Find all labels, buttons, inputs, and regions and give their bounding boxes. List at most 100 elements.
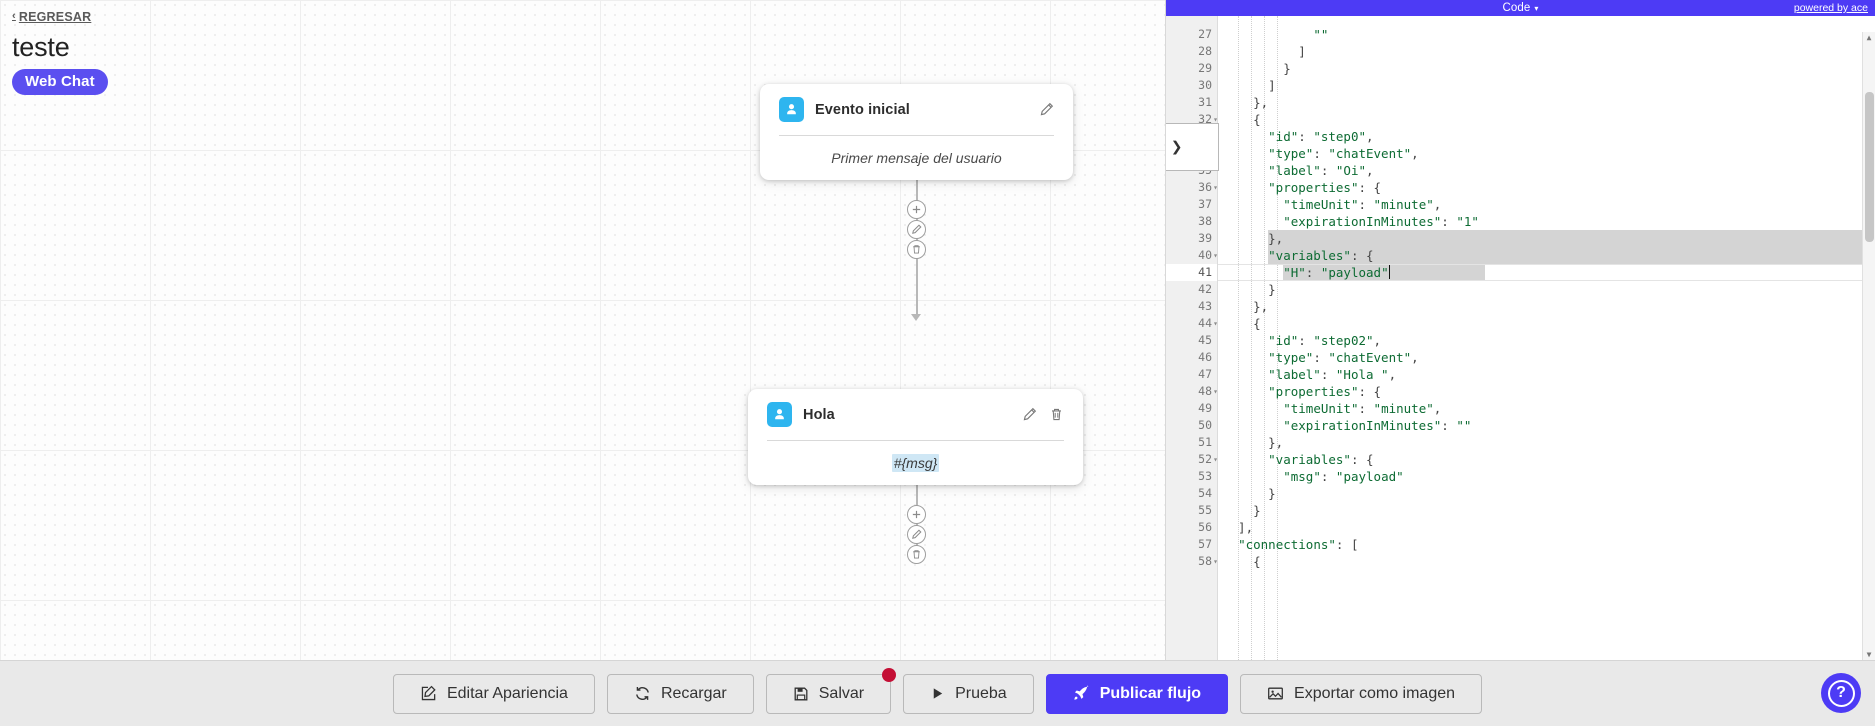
recargar-button[interactable]: Recargar <box>606 673 754 714</box>
code-line[interactable]: "msg": "payload" <box>1283 469 1404 484</box>
code-line[interactable]: } <box>1223 503 1261 518</box>
code-line[interactable]: "properties": { <box>1268 180 1382 195</box>
editor-body[interactable]: 272829303132▾33343536▾37383940▾41424344▾… <box>1166 16 1875 660</box>
gutter-line-number[interactable]: 31 <box>1198 95 1212 109</box>
gutter-line-number[interactable]: 55 <box>1198 503 1212 517</box>
code-line[interactable]: ], <box>1223 520 1254 535</box>
code-fold-widget[interactable]: ❯ <box>1166 123 1219 171</box>
code-line[interactable]: { <box>1223 316 1261 331</box>
code-line[interactable]: "properties": { <box>1268 384 1382 399</box>
gutter-line-number[interactable]: 52▾ <box>1166 451 1218 468</box>
gutter-line-number[interactable]: 50 <box>1198 418 1212 432</box>
gutter-line-number[interactable]: 53 <box>1198 469 1212 483</box>
code-line[interactable]: } <box>1223 282 1276 297</box>
edit-icon[interactable] <box>1039 102 1054 117</box>
code-line[interactable]: ] <box>1223 78 1276 93</box>
code-line[interactable]: "type": "chatEvent", <box>1268 350 1419 365</box>
gutter-line-number[interactable]: 41 <box>1166 264 1217 281</box>
code-line[interactable]: }, <box>1223 299 1269 314</box>
gutter-line-number[interactable]: 56 <box>1198 520 1212 534</box>
gutter-line-number[interactable]: 47 <box>1198 367 1212 381</box>
gutter-line-number[interactable]: 28 <box>1198 44 1212 58</box>
gutter-line-number[interactable]: 45 <box>1198 333 1212 347</box>
gutter-line-number[interactable]: 36▾ <box>1166 179 1218 196</box>
editor-mode-selector[interactable]: Code ▾ <box>1502 2 1538 14</box>
editar-apariencia-button[interactable]: Editar Apariencia <box>392 673 595 714</box>
code-line[interactable]: "variables": { <box>1268 452 1374 467</box>
code-line[interactable]: { <box>1223 554 1261 569</box>
gutter-line-number[interactable]: 48▾ <box>1166 383 1218 400</box>
gutter-line-number[interactable]: 49 <box>1198 401 1212 415</box>
edit-icon[interactable] <box>907 525 926 544</box>
powered-by-link[interactable]: powered by ace <box>1793 2 1868 14</box>
code-line[interactable]: "timeUnit": "minute", <box>1283 401 1442 416</box>
gutter-line-number[interactable]: 27 <box>1198 27 1212 41</box>
gutter-line-number[interactable]: 38 <box>1198 214 1212 228</box>
editor-code-area[interactable]: "" ] } ] }, { "id": "step0", "type": "ch… <box>1218 16 1875 660</box>
code-line[interactable]: }, <box>1223 435 1284 450</box>
code-line[interactable]: "type": "chatEvent", <box>1268 146 1419 161</box>
code-line[interactable]: }, <box>1223 231 1284 246</box>
code-line[interactable]: "" <box>1313 27 1329 42</box>
code-line[interactable]: "label": "Oi", <box>1268 163 1374 178</box>
code-line[interactable]: ] <box>1223 44 1306 59</box>
code-line[interactable]: "timeUnit": "minute", <box>1283 197 1442 212</box>
code-line[interactable]: { <box>1223 112 1261 127</box>
gutter-line-number[interactable]: 46 <box>1198 350 1212 364</box>
gutter-line-number[interactable]: 43 <box>1198 299 1212 313</box>
gutter-line-number[interactable]: 29 <box>1198 61 1212 75</box>
code-line[interactable]: "variables": { <box>1268 248 1374 263</box>
editor-scrollbar[interactable]: ▲ ▼ <box>1862 32 1875 660</box>
fold-toggle-icon[interactable]: ▾ <box>1213 455 1218 464</box>
code-line[interactable]: "id": "step02", <box>1268 333 1382 348</box>
code-line[interactable]: }, <box>1223 95 1269 110</box>
delete-icon[interactable] <box>907 545 926 564</box>
gutter-line-number[interactable]: 40▾ <box>1166 247 1218 264</box>
code-line[interactable]: "label": "Hola ", <box>1268 367 1397 382</box>
edit-icon[interactable] <box>1022 407 1037 422</box>
editor-gutter[interactable]: 272829303132▾33343536▾37383940▾41424344▾… <box>1166 16 1218 660</box>
fold-toggle-icon[interactable]: ▾ <box>1213 387 1218 396</box>
salvar-button[interactable]: Salvar <box>765 667 897 714</box>
flow-node-evento-inicial[interactable]: Evento inicial Primer mensaje del usuari… <box>760 84 1073 180</box>
code-line[interactable]: "expirationInMinutes": "1" <box>1283 214 1479 229</box>
publicar-flujo-button[interactable]: Publicar flujo <box>1045 673 1229 714</box>
gutter-line-number[interactable]: 58▾ <box>1166 553 1218 570</box>
gutter-line-number[interactable]: 57 <box>1198 537 1212 551</box>
gutter-line-number[interactable]: 32▾ <box>1166 111 1218 128</box>
fold-toggle-icon[interactable]: ▾ <box>1213 115 1218 124</box>
gutter-line-number[interactable]: 39 <box>1198 231 1212 245</box>
flow-node-hola[interactable]: Hola #{msg} <box>748 389 1083 485</box>
code-line[interactable]: } <box>1223 61 1291 76</box>
fold-toggle-icon[interactable]: ▾ <box>1213 251 1218 260</box>
prueba-button[interactable]: Prueba <box>903 673 1034 714</box>
fold-toggle-icon[interactable]: ▾ <box>1213 319 1218 328</box>
fold-toggle-icon[interactable]: ▾ <box>1213 557 1218 566</box>
edit-icon[interactable] <box>907 220 926 239</box>
gutter-line-number[interactable]: 44▾ <box>1166 315 1218 332</box>
scrollbar-thumb[interactable] <box>1865 92 1874 242</box>
gutter-line-number[interactable]: 42 <box>1198 282 1212 296</box>
scroll-up-icon[interactable]: ▲ <box>1866 33 1872 42</box>
code-line[interactable]: "H": "payload" <box>1283 265 1391 280</box>
back-link[interactable]: ‹REGRESAR <box>12 10 91 24</box>
code-line[interactable]: "connections": [ <box>1238 537 1359 552</box>
gutter-line-number[interactable]: 37 <box>1198 197 1212 211</box>
add-icon[interactable] <box>907 505 926 524</box>
add-icon[interactable] <box>907 200 926 219</box>
gutter-line-number[interactable]: 30 <box>1198 78 1212 92</box>
play-icon <box>930 686 945 701</box>
fold-toggle-icon[interactable]: ▾ <box>1213 183 1218 192</box>
delete-icon[interactable] <box>1049 407 1064 422</box>
scroll-down-icon[interactable]: ▼ <box>1866 650 1872 659</box>
gutter-line-number[interactable]: 54 <box>1198 486 1212 500</box>
exportar-como-imagen-button[interactable]: Exportar como imagen <box>1240 673 1483 714</box>
code-line[interactable]: } <box>1223 486 1276 501</box>
code-editor-panel[interactable]: Code ▾ powered by ace 272829303132▾33343… <box>1165 0 1875 660</box>
delete-icon[interactable] <box>907 240 926 259</box>
help-button[interactable]: ? <box>1821 673 1861 713</box>
code-line[interactable]: "id": "step0", <box>1268 129 1374 144</box>
code-line[interactable]: "expirationInMinutes": "" <box>1283 418 1472 433</box>
flow-canvas[interactable]: ‹REGRESAR teste Web Chat Evento inicial <box>0 0 1165 660</box>
gutter-line-number[interactable]: 51 <box>1198 435 1212 449</box>
